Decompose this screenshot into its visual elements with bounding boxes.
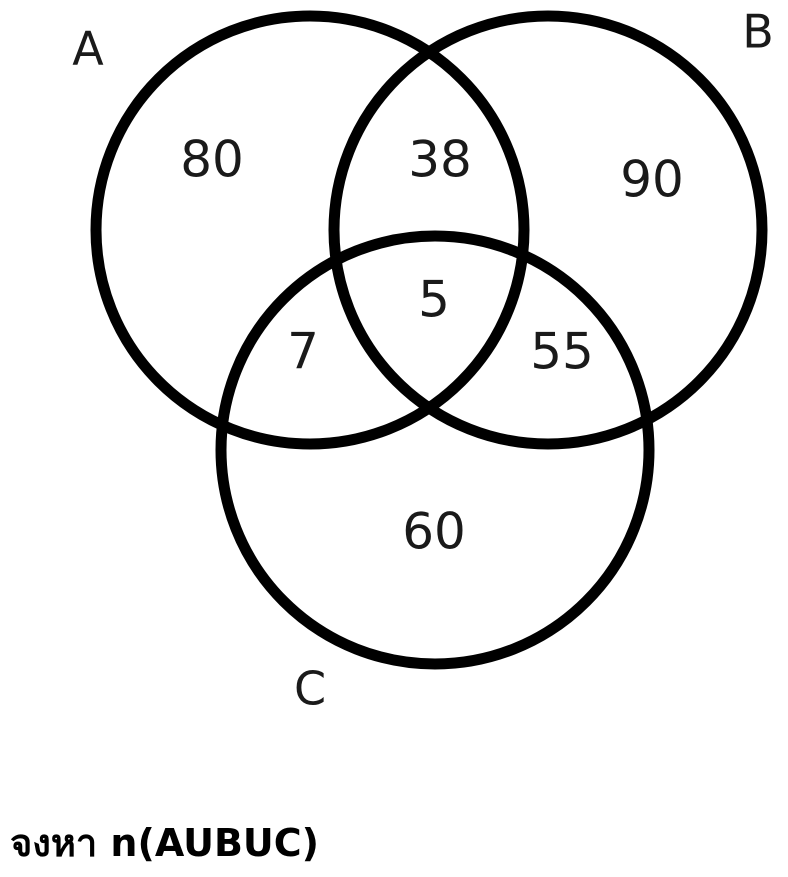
region-a-only: 80: [180, 131, 244, 189]
region-b-only: 90: [620, 151, 684, 209]
circle-c: [215, 230, 655, 670]
set-label-c: C: [294, 662, 326, 716]
circle-a: [90, 10, 530, 450]
region-c-only: 60: [402, 503, 466, 561]
region-a-b-c: 5: [418, 271, 450, 329]
set-label-a: A: [72, 22, 104, 76]
set-label-b: B: [742, 5, 774, 59]
region-a-and-b-only: 38: [408, 131, 472, 189]
region-b-and-c-only: 55: [530, 323, 594, 381]
question-text: จงหา n(AUBUC): [10, 821, 320, 865]
circle-b: [328, 10, 768, 450]
region-a-and-c-only: 7: [287, 323, 319, 381]
